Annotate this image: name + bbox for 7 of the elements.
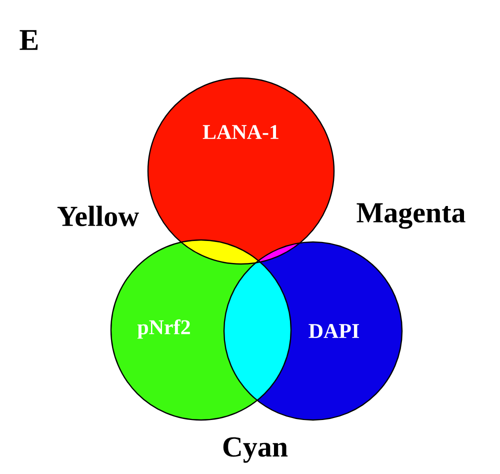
region-label: Cyan xyxy=(223,437,288,463)
node-label: DAPI xyxy=(308,324,359,338)
node-label: pNrf2 xyxy=(137,319,190,339)
region-label: Yellow xyxy=(57,206,139,226)
panel-letter: E xyxy=(20,30,38,50)
region-label: Magenta xyxy=(356,203,466,229)
node-label: LANA-1 xyxy=(202,125,278,139)
